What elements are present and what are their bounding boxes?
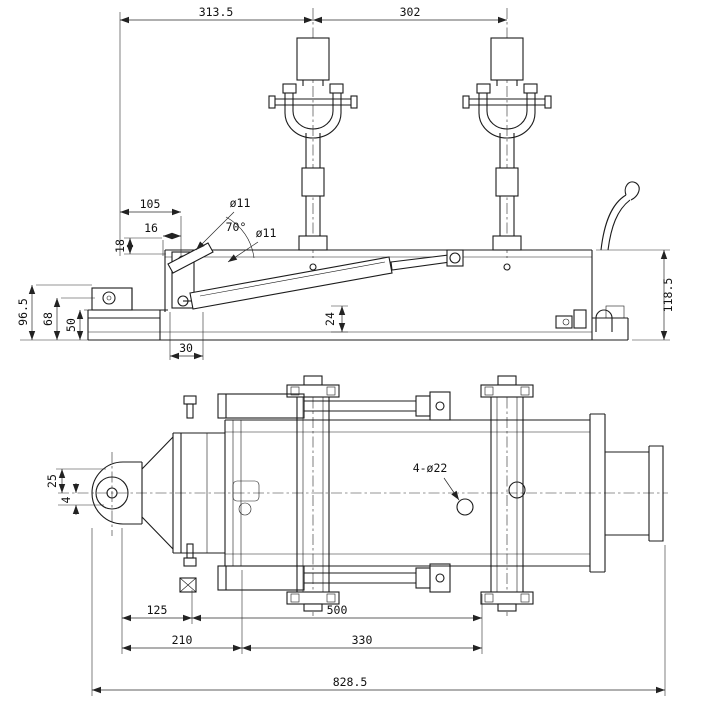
dim-68: 68 [41, 312, 55, 326]
front-mount-lug [91, 436, 174, 550]
side-view: 313.5 302 [16, 5, 675, 360]
dim-330: 330 [352, 633, 373, 647]
dim-105: 105 [140, 197, 161, 211]
bottom-small-dimensions: 30 24 [169, 305, 348, 360]
dim-24: 24 [323, 312, 337, 326]
hole-dia22-b [508, 481, 526, 499]
dim-30: 30 [179, 341, 193, 355]
dim-210: 210 [172, 633, 193, 647]
dim-50: 50 [64, 318, 78, 332]
access-port [232, 480, 260, 502]
dim-500: 500 [327, 603, 348, 617]
hole-dia22-a [456, 498, 474, 516]
carry-handle [600, 181, 640, 251]
dim-302: 302 [400, 5, 421, 19]
angle-70-label: 70° [226, 220, 247, 234]
hole-callout: 4-ø22 [413, 461, 448, 475]
dim-828-5: 828.5 [333, 675, 368, 689]
plan-left-dimensions: 25 4 [45, 468, 106, 515]
dim-16: 16 [144, 221, 158, 235]
dia-11-callout-a: ø11 [230, 196, 251, 210]
left-dimensions: 96.5 68 50 [16, 284, 95, 341]
pedal-pad [167, 242, 214, 274]
top-dimensions: 313.5 302 [119, 5, 507, 256]
dim-118-5: 118.5 [661, 278, 675, 313]
plan-view: 4-ø22 25 4 125 500 210 33 [45, 375, 668, 696]
angle-arc [225, 216, 255, 259]
dim-313-5: 313.5 [199, 5, 234, 19]
cylinder-body-diagonal [189, 256, 393, 310]
fasteners-left [179, 395, 197, 593]
right-height-dimension: 118.5 [596, 249, 675, 341]
lower-cylinder [217, 563, 451, 593]
pedal-lever-mechanism [87, 242, 464, 340]
dim-4: 4 [59, 496, 73, 503]
dia-11-callout-b: ø11 [256, 226, 277, 240]
dim-125: 125 [147, 603, 168, 617]
valve-fittings [555, 305, 625, 332]
dim-18: 18 [113, 239, 127, 253]
pedal-dimensions: 105 16 18 ø11 70° ø11 [113, 196, 277, 263]
mounting-holes: 4-ø22 [413, 461, 526, 516]
plan-bottom-dimensions: 125 500 210 330 828.5 [91, 528, 666, 696]
machine-body-plan [172, 413, 664, 573]
dim-96-5: 96.5 [16, 298, 30, 326]
dim-25: 25 [45, 474, 59, 488]
lug-bore [95, 476, 129, 510]
